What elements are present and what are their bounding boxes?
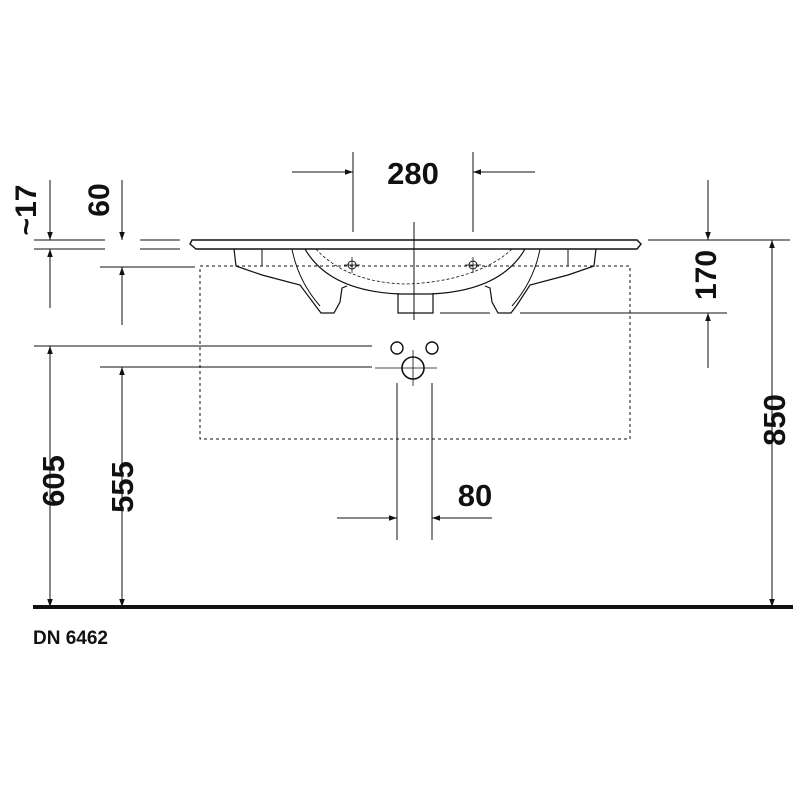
supply-connection-right — [425, 341, 439, 355]
dim-label-80: 80 — [458, 478, 492, 513]
basin-top-slab — [189, 239, 642, 250]
dim-label-170: 170 — [690, 250, 723, 300]
extension-lines — [34, 152, 790, 540]
dim-label-850: 850 — [757, 394, 792, 446]
drawing-code: DN 6462 — [33, 628, 108, 649]
washbasin — [189, 222, 642, 320]
tap-hole-left — [344, 257, 360, 273]
tap-hole-right — [465, 257, 481, 273]
dimension-arrows — [47, 169, 775, 607]
supply-connection-left — [390, 341, 404, 355]
connection-points — [375, 341, 439, 386]
dim-label-overflow: ~17 — [10, 185, 43, 236]
dim-label-605: 605 — [36, 455, 71, 507]
basin-bowl — [304, 248, 526, 295]
dim-label-60: 60 — [83, 183, 116, 216]
vanity-cabinet-outline — [199, 265, 631, 440]
dim-label-280: 280 — [387, 156, 439, 191]
dim-label-555: 555 — [105, 461, 140, 513]
basin-drain — [397, 293, 434, 314]
